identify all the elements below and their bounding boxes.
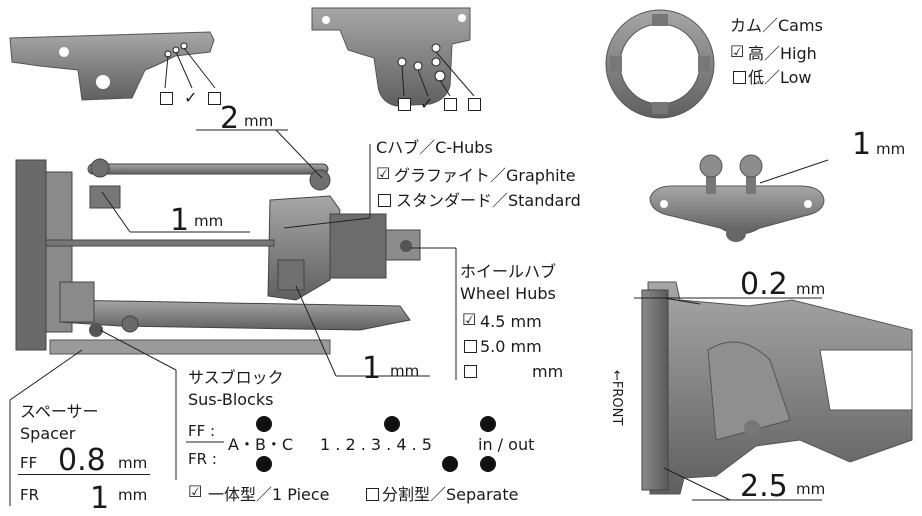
- arm-top-unit: mm: [796, 280, 826, 298]
- wheel-hubs-opt1-check[interactable]: ☑: [462, 310, 477, 329]
- c-hubs-graphite-label: グラファイト／Graphite: [394, 166, 576, 185]
- assembly-leaders: [9, 129, 822, 506]
- spacer-title-en: Spacer: [20, 424, 76, 443]
- top-left-leader-lines: [164, 47, 216, 89]
- lower-link-unit: mm: [194, 212, 224, 230]
- cams-high-label: 高／High: [748, 44, 817, 63]
- sus-one-piece-check[interactable]: ☑: [188, 482, 203, 501]
- wheel-hubs-opt2-box[interactable]: [464, 340, 477, 353]
- sus-fr-dot-in: [480, 456, 496, 472]
- sus-separate-box[interactable]: [366, 488, 379, 501]
- c-hubs-title: Cハブ／C-Hubs: [376, 138, 493, 157]
- front-label: ←FRONT: [609, 370, 624, 426]
- top-left-box-1[interactable]: [160, 92, 173, 105]
- upper-plate-left: [9, 31, 215, 101]
- arm-leaders: [663, 297, 731, 501]
- sus-fr-label: FR :: [188, 450, 217, 468]
- top-mid-box-3[interactable]: [444, 98, 457, 111]
- c-hubs-standard-label: スタンダード／Standard: [396, 191, 581, 210]
- sus-fr-dot-5: [442, 456, 458, 472]
- right-ball-value: 1: [852, 127, 872, 162]
- suspension-assembly: [15, 158, 421, 355]
- cams-low-box[interactable]: [733, 71, 746, 84]
- c-hubs-standard-box[interactable]: [378, 194, 391, 207]
- cams-high-check[interactable]: ☑: [730, 42, 745, 61]
- cam-ring: [605, 9, 715, 119]
- arm-bottom-value: 2.5: [740, 469, 788, 504]
- sus-ff-dot-3: [384, 416, 400, 432]
- c-hubs-graphite-check[interactable]: ☑: [376, 164, 391, 183]
- spacer-fr-unit: mm: [118, 486, 148, 504]
- upper-bulkhead: [311, 7, 471, 107]
- arm-bottom-unit: mm: [796, 480, 826, 498]
- top-mid-box-4[interactable]: [468, 98, 481, 111]
- bottom-link-value: 1: [362, 351, 382, 386]
- spacer-ff-unit: mm: [118, 454, 148, 472]
- sus-separate-label: 分割型／Separate: [382, 485, 519, 504]
- wheel-hubs-opt3: mm: [532, 362, 564, 381]
- wheel-hubs-opt1: 4.5 mm: [480, 312, 542, 331]
- right-ball-unit: mm: [876, 140, 906, 158]
- cams-low-label: 低／Low: [748, 68, 812, 87]
- bottom-link-unit: mm: [390, 362, 420, 380]
- top-mid-check[interactable]: ✓: [420, 94, 434, 113]
- top-mid-box-1[interactable]: [398, 98, 411, 111]
- front-arm: [641, 281, 913, 495]
- sus-ff-dot-in: [480, 416, 496, 432]
- right-ball-leader: [759, 159, 829, 184]
- cams-title: カム／Cams: [730, 16, 823, 35]
- sus-inout: in / out: [478, 435, 535, 454]
- sus-blocks-title-en: Sus-Blocks: [188, 390, 274, 409]
- sus-one-piece-label: 一体型／1 Piece: [208, 485, 330, 504]
- sus-ff-label: FF :: [188, 422, 216, 440]
- arm-top-value: 0.2: [740, 267, 788, 302]
- wheel-hubs-title-en: Wheel Hubs: [460, 284, 556, 303]
- top-left-check[interactable]: ✓: [184, 88, 198, 107]
- lower-link-value: 1: [170, 203, 190, 238]
- spacer-fr-value: 1: [90, 481, 110, 516]
- sus-letters: A・B・C: [228, 435, 294, 454]
- sus-blocks-title-jp: サスブロック: [188, 368, 284, 387]
- upper-link-unit: mm: [244, 112, 274, 130]
- sus-numbers: 1 . 2 . 3 . 4 . 5: [320, 435, 432, 454]
- spacer-title-jp: スペーサー: [20, 402, 99, 421]
- sus-ff-dot-b: [256, 416, 272, 432]
- sus-fr-dot-b: [256, 456, 272, 472]
- spacer-ff-label: FF: [20, 454, 38, 472]
- wheel-hubs-opt2: 5.0 mm: [480, 337, 542, 356]
- ball-stud-plate: [649, 154, 825, 242]
- top-mid-leader-lines: [401, 51, 475, 97]
- wheel-hubs-opt3-box[interactable]: [464, 365, 477, 378]
- wheel-hubs-title-jp: ホイールハブ: [460, 262, 557, 281]
- upper-link-value: 2: [220, 101, 240, 136]
- spacer-fr-label: FR: [20, 486, 40, 504]
- spacer-ff-value: 0.8: [58, 443, 106, 478]
- spacer-divider: [18, 474, 150, 475]
- top-left-box-3[interactable]: [208, 92, 221, 105]
